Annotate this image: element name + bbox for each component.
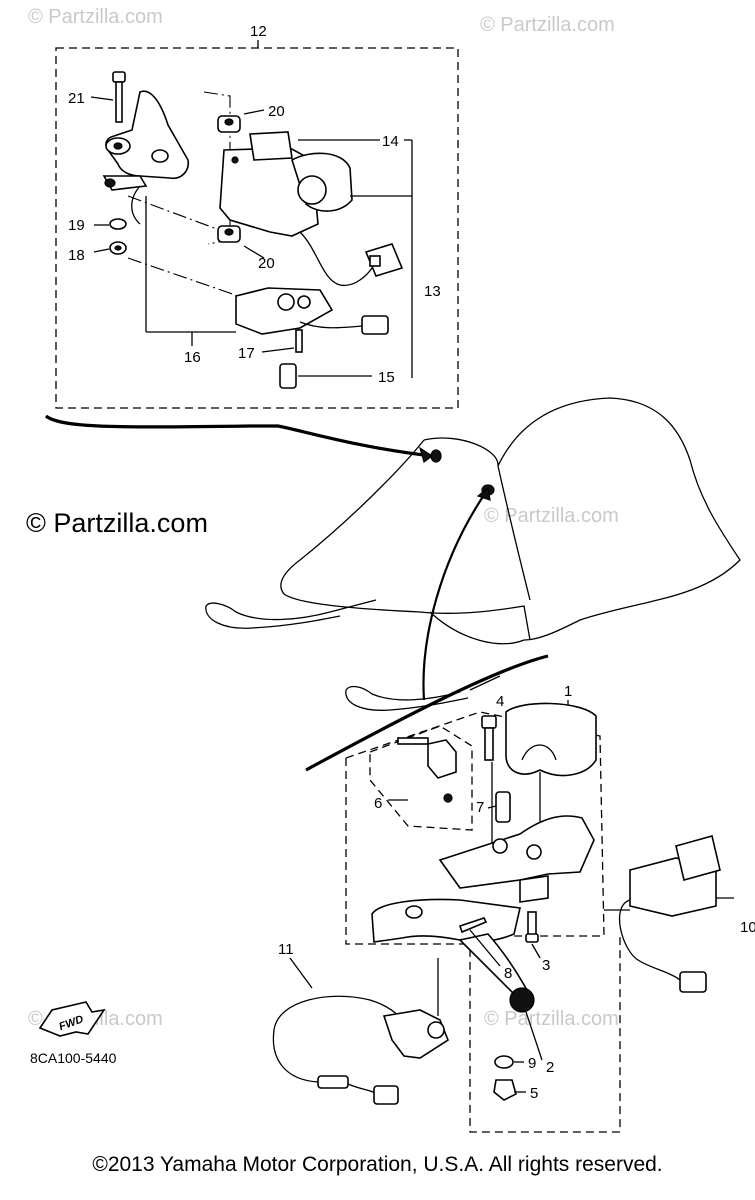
grommet-20-bottom: [217, 225, 265, 259]
part-6-block: [397, 737, 457, 803]
leader-upper-to-mount: [44, 414, 433, 458]
watermark-strong: © Partzilla.com: [26, 508, 208, 538]
callout-10: 10: [740, 919, 755, 936]
assembly-1-dashed-box: [345, 711, 621, 1133]
watermark-bottom-right: © Partzilla.com: [484, 1008, 619, 1030]
watermark-top-left: © Partzilla.com: [28, 6, 163, 28]
switch-11: [272, 957, 449, 1105]
callout-15: 15: [378, 369, 395, 386]
callout-2: 2: [546, 1059, 554, 1076]
callout-5: 5: [530, 1085, 538, 1102]
bolt-3: [525, 911, 541, 959]
callout-6: 6: [374, 795, 382, 812]
callout-16: 16: [184, 349, 201, 366]
callout-9: 9: [528, 1055, 536, 1072]
switch-housing-14: [219, 131, 353, 237]
switch-block-16: [235, 287, 389, 335]
callout-1: 1: [564, 683, 572, 700]
upper-assembly-group: [55, 40, 459, 409]
lever-bracket: [438, 815, 595, 903]
fwd-arrow-icon: FWD: [38, 1001, 106, 1037]
callout-4: 4: [496, 693, 504, 710]
screw-17: [261, 329, 303, 353]
callout-20-bottom: 20: [258, 255, 275, 272]
cover: [505, 702, 597, 777]
callout-12: 12: [250, 23, 267, 40]
callout-8: 8: [504, 965, 512, 982]
callout-labels: 12 21 20 14 19 18 20 13 16 17 15 1 4 6 7…: [68, 23, 755, 1102]
watermark-mid-right: © Partzilla.com: [484, 505, 619, 527]
bolt-4: [481, 715, 497, 761]
grommet-20-top: [217, 109, 265, 133]
callout-21: 21: [68, 90, 85, 107]
leader-lower-to-mount: [422, 491, 487, 701]
bolt-15: [279, 363, 372, 389]
divider-line: [305, 654, 549, 772]
bracket: [102, 90, 190, 191]
lower-assembly-group: [345, 700, 621, 1133]
callout-18: 18: [68, 247, 85, 264]
assembly-6-dashed-box: [369, 725, 473, 831]
callout-11: 11: [278, 941, 294, 958]
screw-8: [458, 917, 501, 967]
washer-19: [94, 218, 127, 230]
nut-5: [493, 1079, 526, 1101]
nut-18: [93, 241, 127, 255]
callout-20-top: 20: [268, 103, 285, 120]
assembly-12-dashed-box: [55, 47, 459, 409]
connector-14: [299, 231, 404, 287]
washer-9: [494, 1055, 524, 1069]
watermark-top-right: © Partzilla.com: [480, 14, 615, 36]
callout-13: 13: [424, 283, 441, 300]
copyright-notice: ©2013 Yamaha Motor Corporation, U.S.A. A…: [92, 1153, 663, 1176]
callout-3: 3: [542, 957, 550, 974]
snowmobile-outline: [205, 397, 741, 711]
callout-19: 19: [68, 217, 85, 234]
brake-lever: [371, 898, 535, 1013]
spacer-7: [487, 791, 511, 823]
callout-17: 17: [238, 345, 255, 362]
bolt-21: [90, 71, 126, 123]
switch-10: [604, 835, 734, 993]
callout-7: 7: [476, 799, 484, 816]
callout-14: 14: [382, 133, 399, 150]
diagram-code: 8CA100-5440: [30, 1050, 117, 1066]
